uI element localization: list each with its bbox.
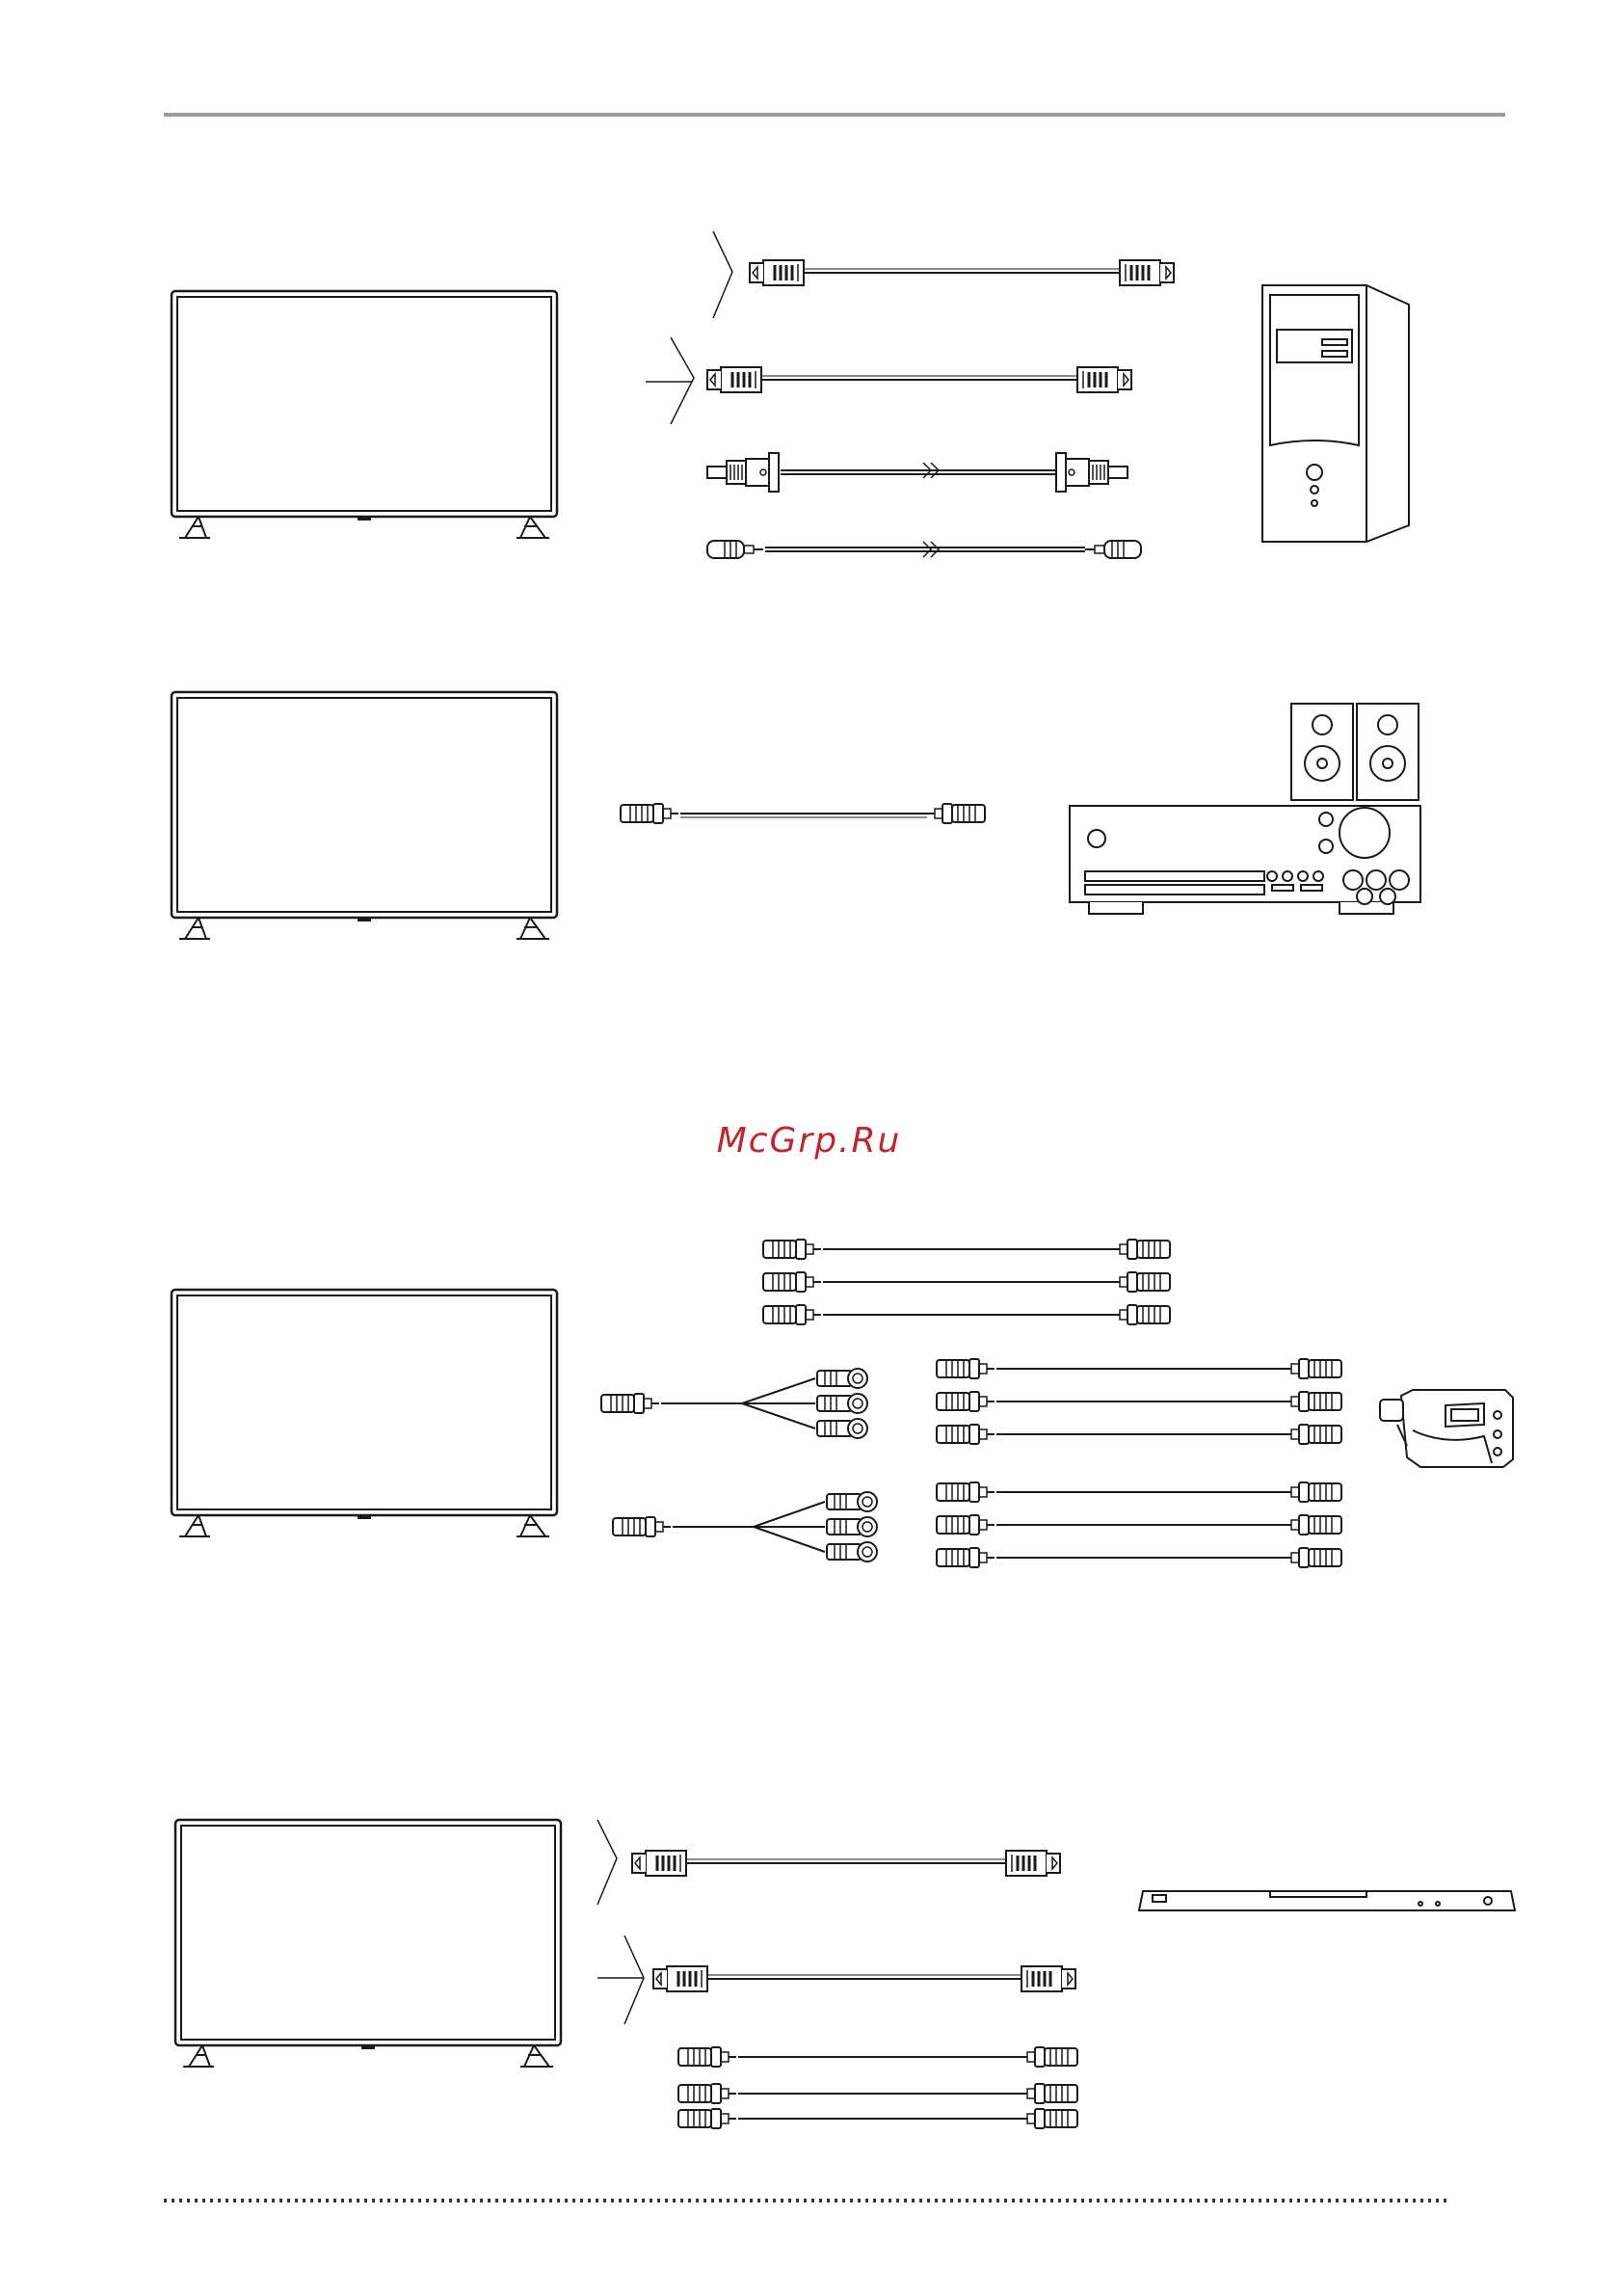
section-pc bbox=[172, 231, 1409, 558]
watermark-text: McGrp.Ru bbox=[0, 1121, 1618, 1161]
tv-icon bbox=[175, 1820, 561, 2067]
rca-triple-cable bbox=[763, 1240, 1170, 1324]
tv-icon bbox=[172, 291, 557, 538]
section-av bbox=[172, 1240, 1513, 1567]
coaxial-cable bbox=[621, 804, 985, 823]
hdmi-cable bbox=[632, 1851, 1060, 1876]
vga-cable bbox=[707, 453, 1127, 492]
hdmi-cable bbox=[750, 260, 1174, 285]
hdmi-cable bbox=[653, 1966, 1075, 1991]
rca-double-cable bbox=[678, 2084, 1077, 2128]
rca-triple-cable bbox=[937, 1359, 1341, 1444]
section-dvd bbox=[175, 1820, 1515, 2128]
pc-tower-icon bbox=[1262, 285, 1409, 542]
rca-single-cable bbox=[678, 2047, 1077, 2067]
dvd-player-icon bbox=[1139, 1891, 1515, 1910]
pointer-lines bbox=[646, 231, 732, 424]
hifi-system-icon bbox=[1070, 704, 1420, 914]
av-splitter-cable bbox=[601, 1369, 867, 1438]
hdmi-cable bbox=[707, 367, 1131, 392]
av-splitter-cable bbox=[613, 1492, 877, 1562]
tv-icon bbox=[172, 1290, 557, 1536]
section-audio bbox=[172, 692, 1420, 939]
camcorder-icon bbox=[1380, 1390, 1513, 1467]
rca-triple-cable bbox=[937, 1482, 1341, 1567]
tv-icon bbox=[172, 692, 557, 939]
audio-jack-cable bbox=[707, 541, 1141, 558]
pointer-lines bbox=[597, 1820, 644, 2024]
